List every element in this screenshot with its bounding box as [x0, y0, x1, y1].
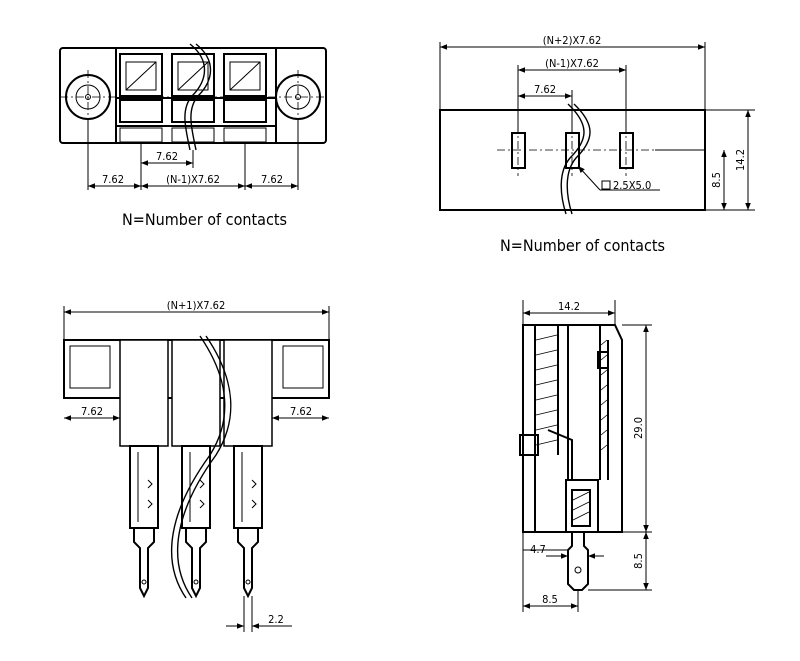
dim-right: 7.62: [261, 173, 283, 186]
dim-height-side: 29.0: [632, 417, 645, 439]
dim-middle: (N-1)X7.62: [166, 173, 220, 186]
dim-overall-panel: (N+2)X7.62: [543, 34, 602, 47]
view-side-section: 14.2 29.0 8.5 4.7 8.5: [519, 300, 652, 612]
dim-right-pin: 7.62: [290, 405, 312, 418]
dim-width-side: 14.2: [558, 300, 580, 313]
dim-middle-panel: (N-1)X7.62: [545, 57, 599, 70]
dim-base-side: 8.5: [542, 593, 558, 606]
dim-left-pin: 7.62: [81, 405, 103, 418]
note-contacts-left: N=Number of contacts: [122, 210, 287, 229]
dim-height-panel: 14.2: [734, 149, 747, 171]
dim-half-panel: 8.5: [710, 172, 723, 188]
view-panel-cutout: (N+2)X7.62 (N-1)X7.62 7.62 14.2 8.5 2.5X…: [439, 34, 755, 255]
dim-overall-pin: (N+1)X7.62: [167, 299, 226, 312]
view-front-flanged: 7.62 7.62 (N-1)X7.62 7.62 N=Number of co…: [59, 43, 327, 229]
dim-pitch-panel: 7.62: [534, 83, 556, 96]
dim-pitch: 7.62: [156, 150, 178, 163]
dim-pin-width: 2.2: [268, 613, 284, 626]
dim-left: 7.62: [102, 173, 124, 186]
dim-pin-length: 8.5: [632, 553, 645, 569]
note-contacts-right: N=Number of contacts: [500, 236, 665, 255]
dim-hole-size: 2.5X5.0: [613, 179, 651, 192]
dim-offset-side: 4.7: [530, 543, 546, 556]
view-pin-side: (N+1)X7.62 7.62 7.62 2.2: [63, 299, 330, 632]
